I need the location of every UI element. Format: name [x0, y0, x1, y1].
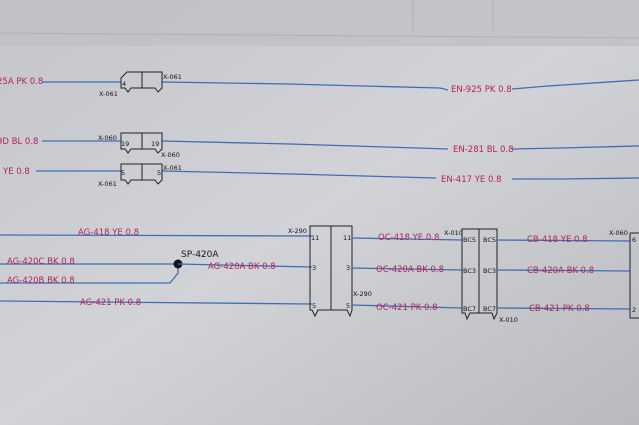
pin-label: BC5	[463, 236, 476, 244]
wire-oc418	[351, 237, 463, 241]
pin-label: 11	[343, 234, 351, 242]
pin-label: BC3	[463, 267, 476, 275]
wire-2-mid	[161, 140, 449, 150]
connector-ref: X-061	[98, 180, 117, 188]
connector-x290: X-290 X-290 11 11 3 3 5 5	[288, 225, 372, 318]
splice-label: SP-420A	[181, 250, 219, 260]
pin-label: BC3	[483, 267, 496, 275]
connector-ref: X-061	[163, 73, 182, 81]
wire-ag420a	[177, 263, 313, 268]
pin-label: 3	[346, 264, 350, 272]
pin-label: BC7	[483, 305, 496, 313]
connector-x061-bottom: X-061 X-061 5 5	[98, 163, 182, 188]
wire-label-cb420a: CB-420A BK 0.8	[527, 266, 594, 276]
connector-ref: X-010	[499, 316, 518, 324]
connector-x061-top: X-061 X-061 4	[99, 71, 182, 98]
connector-ref: X-060	[98, 134, 117, 142]
connector-ref: X-060	[609, 229, 628, 237]
connector-ref: X-010	[444, 229, 463, 237]
pin-label: 2	[632, 306, 636, 314]
wire-3-right	[512, 177, 639, 180]
wire-label-cb418: CB-418 YE 0.8	[527, 235, 588, 245]
wire-cb420a	[496, 269, 631, 272]
connector-x010: X-010 X-010 BC5 BC5 BC3 BC3 BC7 BC7	[444, 228, 518, 324]
wire-label-ag420c: AG-420C BK 0.8	[7, 257, 75, 267]
wire-cb421	[496, 307, 631, 310]
wire-label-3-right: EN-417 YE 0.8	[441, 175, 502, 185]
wire-label-2-left: 9D BL 0.8	[0, 137, 38, 147]
pin-label: 5	[346, 302, 350, 310]
wire-label-3-left: YE 0.8	[2, 167, 30, 177]
wire-ag421	[0, 300, 313, 305]
wire-label-1-left: 25A PK 0.8	[0, 77, 43, 87]
wire-label-cb421: CB-421 PK 0.8	[529, 304, 590, 314]
wire-label-ag418: AG-418 YE 0.8	[78, 228, 139, 238]
connector-ref: X-061	[163, 164, 182, 172]
pin-label: 5	[157, 169, 161, 177]
connector-ref: X-290	[288, 227, 307, 235]
connector-ref: X-290	[353, 290, 372, 298]
pin-label: 5	[121, 169, 125, 177]
wire-label-oc420a: OC-420A BK 0.8	[376, 265, 444, 275]
wire-3-mid	[161, 170, 437, 179]
wire-1-right	[511, 79, 639, 90]
wire-label-2-right: EN-281 BL 0.8	[453, 145, 514, 155]
pin-label: 19	[151, 140, 159, 148]
wire-ag418	[0, 234, 313, 237]
pin-label: BC5	[483, 236, 496, 244]
wire-label-oc421: OC-421 PK 0.8	[376, 303, 438, 313]
wire-label-1-right: EN-925 PK 0.8	[451, 85, 512, 95]
wire-label-ag420a: AG-420A BK 0.8	[208, 262, 276, 272]
pin-label: 11	[311, 234, 319, 242]
pin-label: BC7	[463, 305, 476, 313]
pin-label: 4	[122, 80, 126, 88]
connector-x060-top: X-060 X-060 19 19	[98, 132, 180, 159]
wire-2-right	[511, 145, 639, 150]
connector-ref: X-060	[161, 151, 180, 159]
wire-1-mid	[161, 81, 449, 91]
pin-label: 6	[632, 236, 636, 244]
pin-label: 3	[312, 264, 316, 272]
wire-oc420a	[351, 267, 463, 271]
wire-label-ag420b: AG-420B BK 0.8	[7, 276, 75, 286]
wire-label-oc418: OC-418 YE 0.8	[378, 233, 439, 243]
pin-label: 19	[121, 140, 129, 148]
wire-cb418	[496, 239, 631, 242]
pin-label: 5	[312, 302, 316, 310]
connector-ref: X-061	[99, 90, 118, 98]
wire-oc421	[351, 304, 463, 309]
wire-label-ag421: AG-421 PK 0.8	[80, 298, 141, 308]
connector-x060-right: X-060 6 2	[609, 229, 639, 319]
